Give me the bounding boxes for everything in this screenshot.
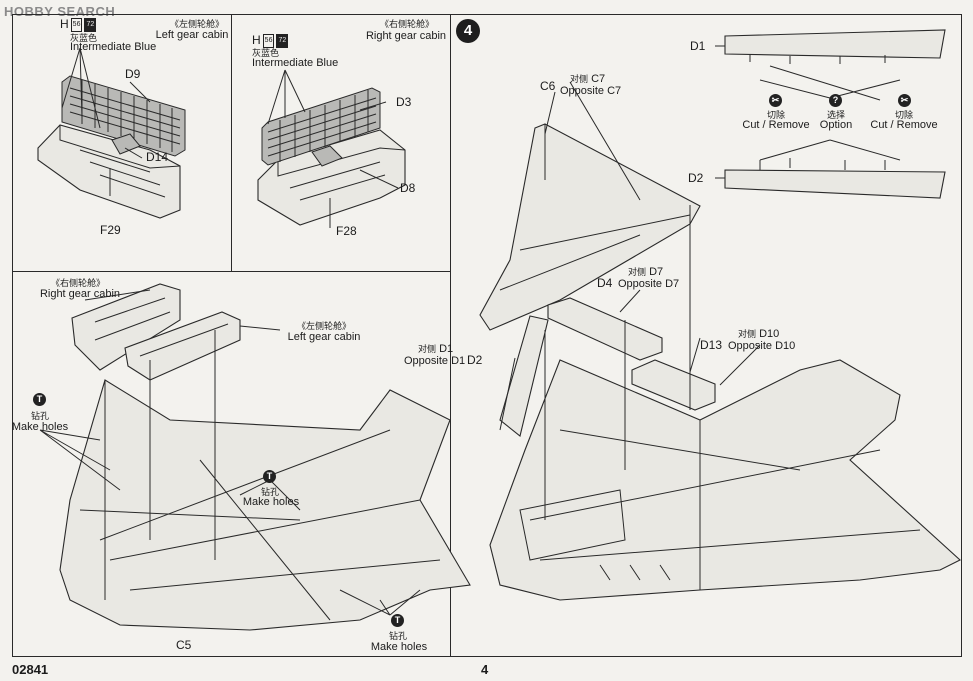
opposite-d7-en: Opposite D7 [618, 278, 680, 290]
panel-step-4 [450, 14, 962, 657]
opposite-c7-part: C7 [591, 73, 606, 85]
left-cabin-title-en: Left gear cabin [155, 29, 229, 41]
paint-code-prefix: H [60, 17, 69, 32]
part-label-d2: D2 [467, 353, 483, 367]
part-label-d13: D13 [700, 338, 723, 352]
cut-remove-en-left: Cut / Remove [742, 119, 810, 131]
make-holes-cn-2: 钻孔 [260, 487, 279, 497]
part-label-d4: D4 [597, 276, 613, 290]
part-label-d8: D8 [400, 181, 416, 195]
option-parts-d1-d2 [724, 29, 946, 199]
drill-icon-3: T [391, 614, 404, 627]
opposite-d1-part: D1 [439, 343, 454, 355]
make-holes-en-2: Make holes [242, 496, 300, 508]
opposite-d1-en: Opposite D1 [404, 355, 466, 367]
opposite-d7-part: D7 [649, 266, 664, 278]
cut-remove-cn-right: 切除 [894, 110, 913, 120]
page-number: 4 [481, 662, 489, 677]
option-icon: ? [829, 94, 842, 107]
opposite-d1-cn: 对侧 [418, 344, 437, 354]
step-number: 4 [456, 19, 480, 43]
step4-part-c6 [479, 123, 701, 331]
paint-code-prefix-2: H [252, 33, 261, 48]
opposite-d7-line1: 对侧 D7 [628, 266, 663, 278]
part-label-f28: F28 [336, 224, 357, 238]
opposite-d10-part: D10 [759, 328, 780, 340]
step4-part-d2-strip [499, 315, 549, 437]
right-cabin-title-cn: 《右侧轮舱》 [380, 19, 435, 29]
right-cabin-title-en: Right gear cabin [365, 30, 447, 42]
left-cabin-part-d14 [111, 133, 141, 155]
drill-icon-1: T [33, 393, 46, 406]
left-cabin-part-f29 [37, 124, 181, 219]
drill-icon-2: T [263, 470, 276, 483]
make-holes-en-3: Make holes [370, 641, 428, 653]
make-holes-cn-1: 钻孔 [30, 411, 49, 421]
cut-icon-left: ✂ [769, 94, 782, 107]
step4-fuselage-assembly [489, 359, 961, 601]
make-holes-cn-3: 钻孔 [388, 631, 407, 641]
opposite-c7-cn: 对侧 [570, 74, 589, 84]
opposite-c7-line1: 对侧 C7 [570, 73, 605, 85]
paint-name-en-left: Intermediate Blue [70, 41, 157, 53]
paint-code-b: 72 [84, 18, 97, 32]
step4-part-d4 [547, 297, 663, 361]
opposite-d1-line1: 对侧 D1 [418, 343, 453, 355]
cut-icon-right: ✂ [898, 94, 911, 107]
part-label-d2-top: D2 [688, 171, 704, 185]
paint-name-cn-right: 灰蓝色 [252, 48, 280, 58]
cut-remove-en-right: Cut / Remove [870, 119, 938, 131]
left-cabin-title-cn: 《左侧轮舱》 [170, 19, 225, 29]
right-cabin-part-d3 [261, 87, 381, 166]
opposite-d10-en: Opposite D10 [728, 340, 796, 352]
paint-code-a: 56 [70, 18, 83, 32]
part-label-d1: D1 [690, 39, 706, 53]
part-label-c5: C5 [176, 638, 192, 652]
lower-left-cabin-cn: 《左侧轮舱》 [296, 321, 351, 331]
opposite-d10-line1: 对侧 D10 [738, 328, 779, 340]
lower-right-cabin-cn: 《右侧轮舱》 [50, 278, 105, 288]
part-label-d9: D9 [125, 67, 141, 81]
cut-remove-cn-left: 切除 [766, 110, 785, 120]
right-cabin-part-d8 [311, 145, 343, 167]
paint-name-cn-left: 灰蓝色 [70, 33, 98, 43]
part-label-f29: F29 [100, 223, 121, 237]
lower-fuselage-part-c5 [59, 330, 471, 631]
watermark-logo: HOBBY SEARCH [4, 4, 116, 19]
step4-part-d13 [631, 359, 716, 411]
paint-code-a-2: 56 [262, 34, 275, 48]
part-label-c6: C6 [540, 79, 556, 93]
part-label-d3: D3 [396, 95, 412, 109]
paint-code-b-2: 72 [276, 34, 289, 48]
cabin-insert-right [71, 283, 181, 371]
option-cn: 选择 [826, 110, 845, 120]
option-en: Option [819, 119, 853, 131]
part-label-d14: D14 [146, 150, 169, 164]
opposite-d10-cn: 对侧 [738, 329, 757, 339]
kit-code: 02841 [12, 662, 49, 677]
opposite-d7-cn: 对侧 [628, 267, 647, 277]
lower-right-cabin-en: Right gear cabin [39, 288, 121, 300]
lower-left-cabin-en: Left gear cabin [287, 331, 361, 343]
paint-name-en-right: Intermediate Blue [252, 57, 339, 69]
cabin-insert-left [124, 311, 241, 381]
opposite-c7-en: Opposite C7 [560, 85, 622, 97]
make-holes-en-1: Make holes [11, 421, 69, 433]
